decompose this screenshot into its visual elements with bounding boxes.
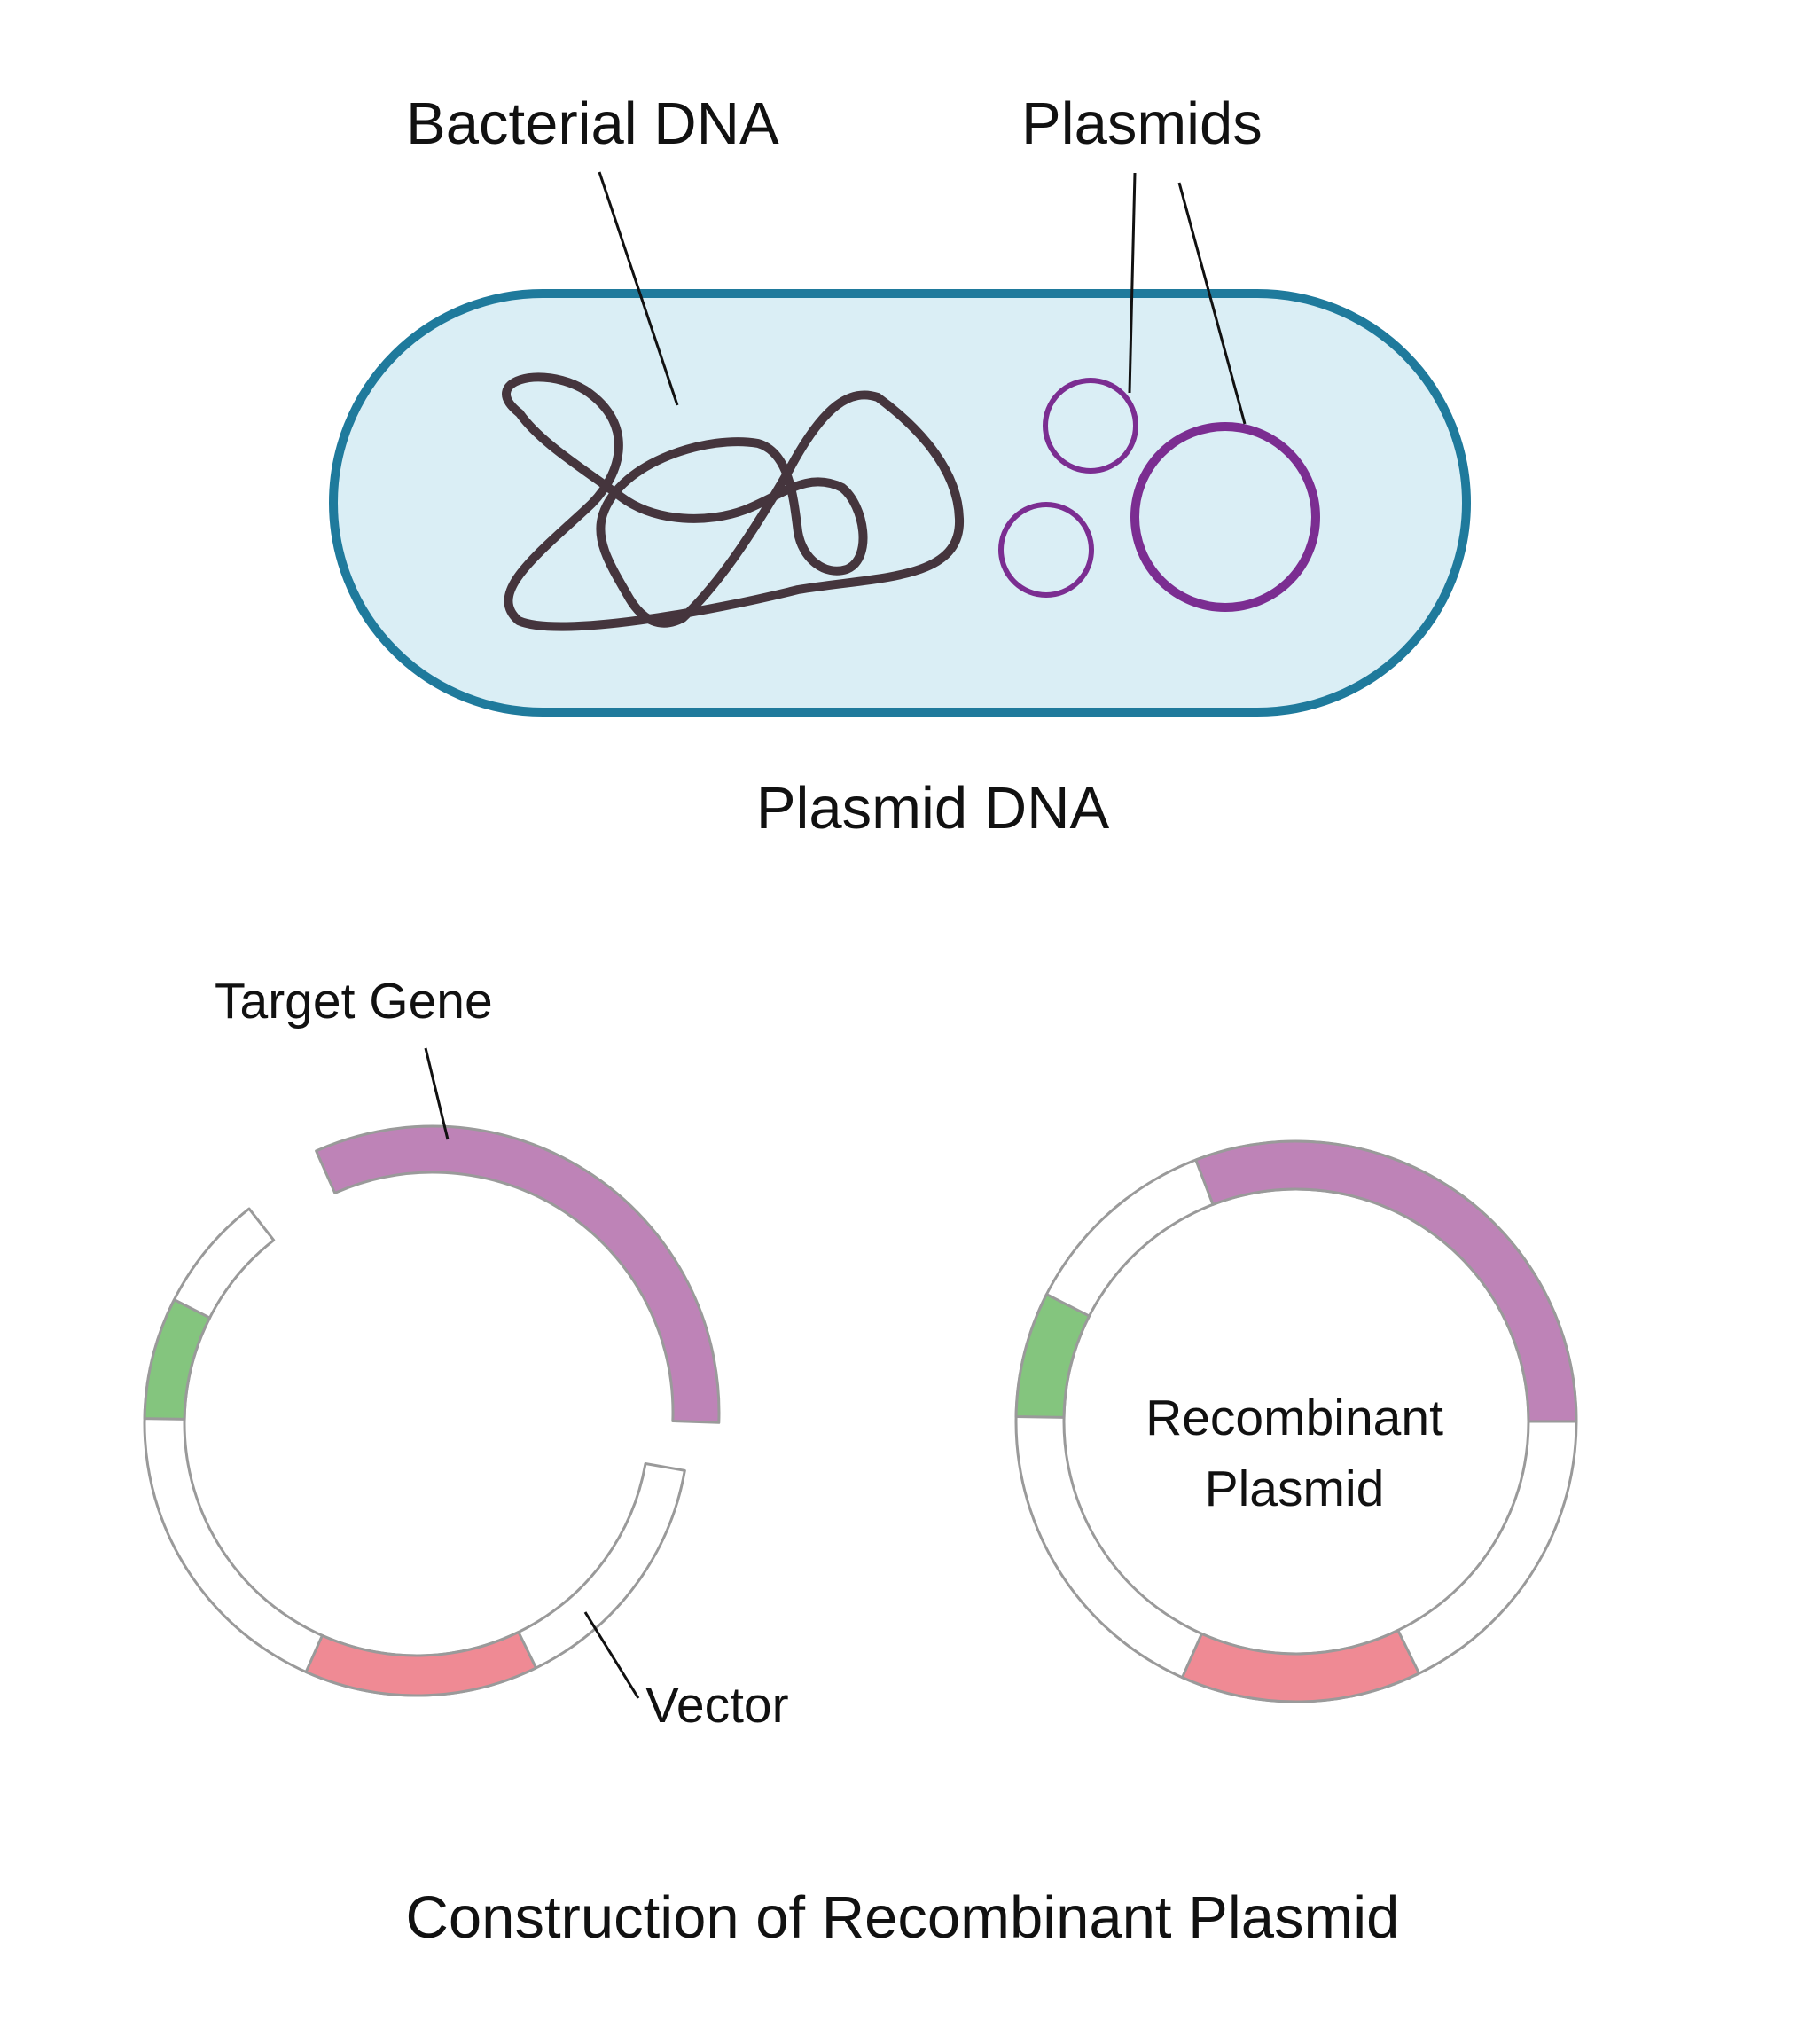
plasmid-dna-caption: Plasmid DNA bbox=[756, 775, 1110, 842]
plasmid-small-upper bbox=[1043, 378, 1138, 474]
vector-leader-line bbox=[583, 1611, 640, 1699]
bacterial-dna-leader-line bbox=[598, 171, 679, 406]
ring-red-segment bbox=[1180, 1628, 1421, 1703]
bacterial-cell bbox=[329, 289, 1471, 717]
plasmid-large bbox=[1130, 422, 1320, 612]
vector-green-segment bbox=[143, 1298, 212, 1421]
recombinant-plasmid-panel: Recombinant Plasmid bbox=[1014, 1139, 1578, 1703]
recombinant-label-line1: Recombinant bbox=[1145, 1390, 1443, 1446]
plasmids-label: Plasmids bbox=[1021, 90, 1263, 157]
construction-caption: Construction of Recombinant Plasmid bbox=[406, 1884, 1400, 1951]
recombinant-label-line2: Plasmid bbox=[1205, 1461, 1385, 1517]
vector-red-segment bbox=[304, 1630, 538, 1697]
recombinant-plasmid-ring bbox=[1014, 1139, 1578, 1703]
target-gene-leader-line bbox=[424, 1047, 450, 1140]
ring-target-gene-segment bbox=[1194, 1139, 1578, 1423]
plasmid-small-lower bbox=[998, 502, 1094, 598]
target-gene-segment bbox=[315, 1124, 721, 1424]
vector-ring bbox=[143, 1124, 721, 1697]
plasmids-leader-line-small bbox=[1128, 172, 1137, 394]
vector-white-arc bbox=[143, 1207, 686, 1697]
target-gene-label: Target Gene bbox=[215, 973, 493, 1030]
ring-green-segment bbox=[1014, 1293, 1091, 1419]
plasmids-leader-line-large bbox=[1177, 182, 1247, 425]
vector-and-gene-panel: Target Gene Vector bbox=[143, 973, 789, 1734]
vector-label: Vector bbox=[645, 1677, 789, 1734]
bacterial-dna-strand bbox=[502, 372, 965, 631]
bacterial-cell-panel: Bacterial DNA Plasmids Plasmid DNA bbox=[329, 90, 1471, 842]
bacterial-dna-label: Bacterial DNA bbox=[406, 90, 779, 157]
